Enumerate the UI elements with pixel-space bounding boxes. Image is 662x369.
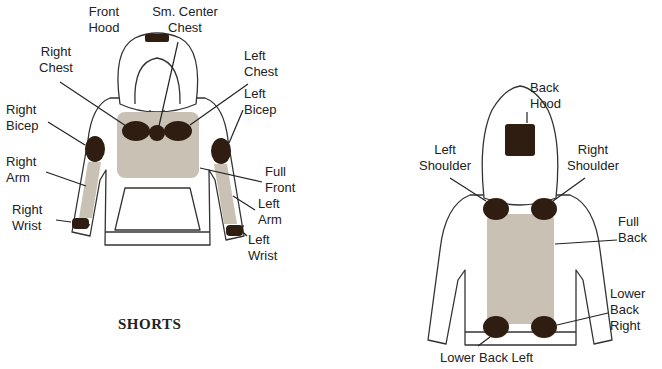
- right-arm-label: Right Arm: [6, 154, 48, 186]
- lower-back-left-label: Lower Back Left: [440, 350, 533, 366]
- left-shoulder-label: Left Shoulder: [412, 142, 478, 174]
- full-front-area: [117, 112, 199, 178]
- leader-lines: [46, 42, 617, 346]
- right-bicep-label: Right Bicep: [6, 102, 50, 134]
- front-hood-label: Front Hood: [78, 4, 130, 36]
- left-bicep-label: Left Bicep: [244, 86, 290, 118]
- front-placements: [72, 34, 243, 236]
- right-arm-area: [79, 162, 101, 218]
- left-wrist-label: Left Wrist: [248, 232, 290, 264]
- right-wrist-label: Right Wrist: [12, 202, 56, 234]
- full-front-label: Full Front: [265, 164, 307, 196]
- front-hoodie: [72, 33, 244, 245]
- right-chest-label: Right Chest: [30, 44, 82, 76]
- section-heading: SHORTS: [118, 316, 181, 332]
- left-arm-label: Left Arm: [258, 196, 300, 228]
- back-placements: [483, 124, 557, 338]
- right-shoulder-label: Right Shoulder: [560, 142, 626, 174]
- lower-back-right-label: Lower Back Right: [610, 286, 658, 334]
- left-arm-area: [214, 164, 237, 224]
- left-chest-label: Left Chest: [244, 48, 290, 80]
- center-chest-label: Sm. Center Chest: [138, 4, 232, 36]
- back-hoodie: [428, 86, 612, 345]
- full-back-area: [487, 214, 554, 324]
- back-hood-label: Back Hood: [530, 80, 576, 112]
- full-back-label: Full Back: [618, 214, 658, 246]
